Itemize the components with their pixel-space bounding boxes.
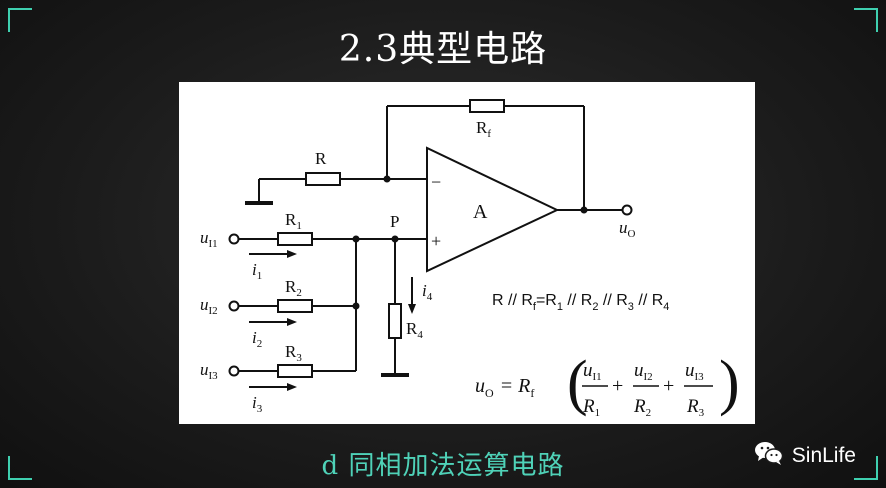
svg-text:uI2: uI2 — [634, 360, 653, 383]
svg-text:+: + — [663, 375, 674, 397]
label-minus: − — [431, 172, 441, 192]
input-terminal-u11 — [228, 233, 240, 245]
label-rf: Rf — [476, 118, 491, 140]
label-node-p: P — [390, 212, 399, 231]
resistor-rf — [469, 99, 505, 113]
label-u13: uI3 — [200, 360, 218, 382]
circuit-diagram-panel: Rf R − + A P R1 R2 R3 R4 uI1 uI2 uI3 i1 … — [179, 82, 755, 424]
corner-bracket-top-right — [854, 8, 878, 32]
svg-text:uI3: uI3 — [685, 360, 704, 383]
brand-watermark: SinLife — [754, 440, 856, 472]
corner-bracket-bottom-left — [8, 456, 32, 480]
label-i2: i2 — [252, 328, 262, 350]
label-i4: i4 — [422, 281, 433, 303]
slide-title: 2.3典型电路 — [338, 29, 548, 70]
input-terminal-u12 — [228, 300, 240, 312]
label-r: R — [315, 149, 327, 168]
svg-text:R2: R2 — [633, 396, 651, 419]
circuit-diagram: Rf R − + A P R1 R2 R3 R4 uI1 uI2 uI3 i1 … — [200, 99, 740, 419]
opamp-triangle — [426, 146, 560, 273]
resistor-r4 — [388, 303, 402, 339]
label-r4: R4 — [406, 319, 423, 341]
label-u12: uI2 — [200, 295, 218, 317]
svg-text:(: ( — [567, 349, 588, 417]
input-terminal-u13 — [228, 365, 240, 377]
label-r1: R1 — [285, 210, 302, 232]
label-r3: R3 — [285, 342, 302, 364]
svg-text:R3: R3 — [686, 396, 705, 419]
balance-condition: R // Rf=R1 // R2 // R3 // R4 — [492, 292, 669, 313]
wechat-icon — [754, 440, 784, 472]
label-plus: + — [431, 231, 441, 251]
resistor-r — [305, 172, 341, 186]
corner-bracket-bottom-right — [854, 456, 878, 480]
label-i1: i1 — [252, 260, 262, 282]
svg-text:uO= Rf: uO= Rf — [475, 375, 534, 400]
label-r2: R2 — [285, 277, 302, 299]
corner-bracket-top-left — [8, 8, 32, 32]
label-opamp-a: A — [473, 201, 488, 223]
label-i3: i3 — [252, 393, 263, 415]
brand-name: SinLife — [791, 444, 856, 467]
svg-text:R1: R1 — [582, 396, 600, 419]
label-u11: uI1 — [200, 228, 218, 250]
output-equation: uO= Rf ( ) uI1 R1 + uI2 R2 + uI3 R3 — [475, 349, 740, 419]
resistor-r1 — [277, 232, 313, 246]
resistor-r3 — [277, 364, 313, 378]
figure-caption: d 同相加法运算电路 — [321, 451, 565, 481]
svg-text:uI1: uI1 — [583, 360, 602, 383]
svg-text:): ) — [719, 349, 740, 417]
output-terminal-uo — [621, 204, 633, 216]
svg-text:+: + — [612, 375, 623, 397]
label-uo: uO — [619, 218, 636, 240]
resistor-r2 — [277, 299, 313, 313]
